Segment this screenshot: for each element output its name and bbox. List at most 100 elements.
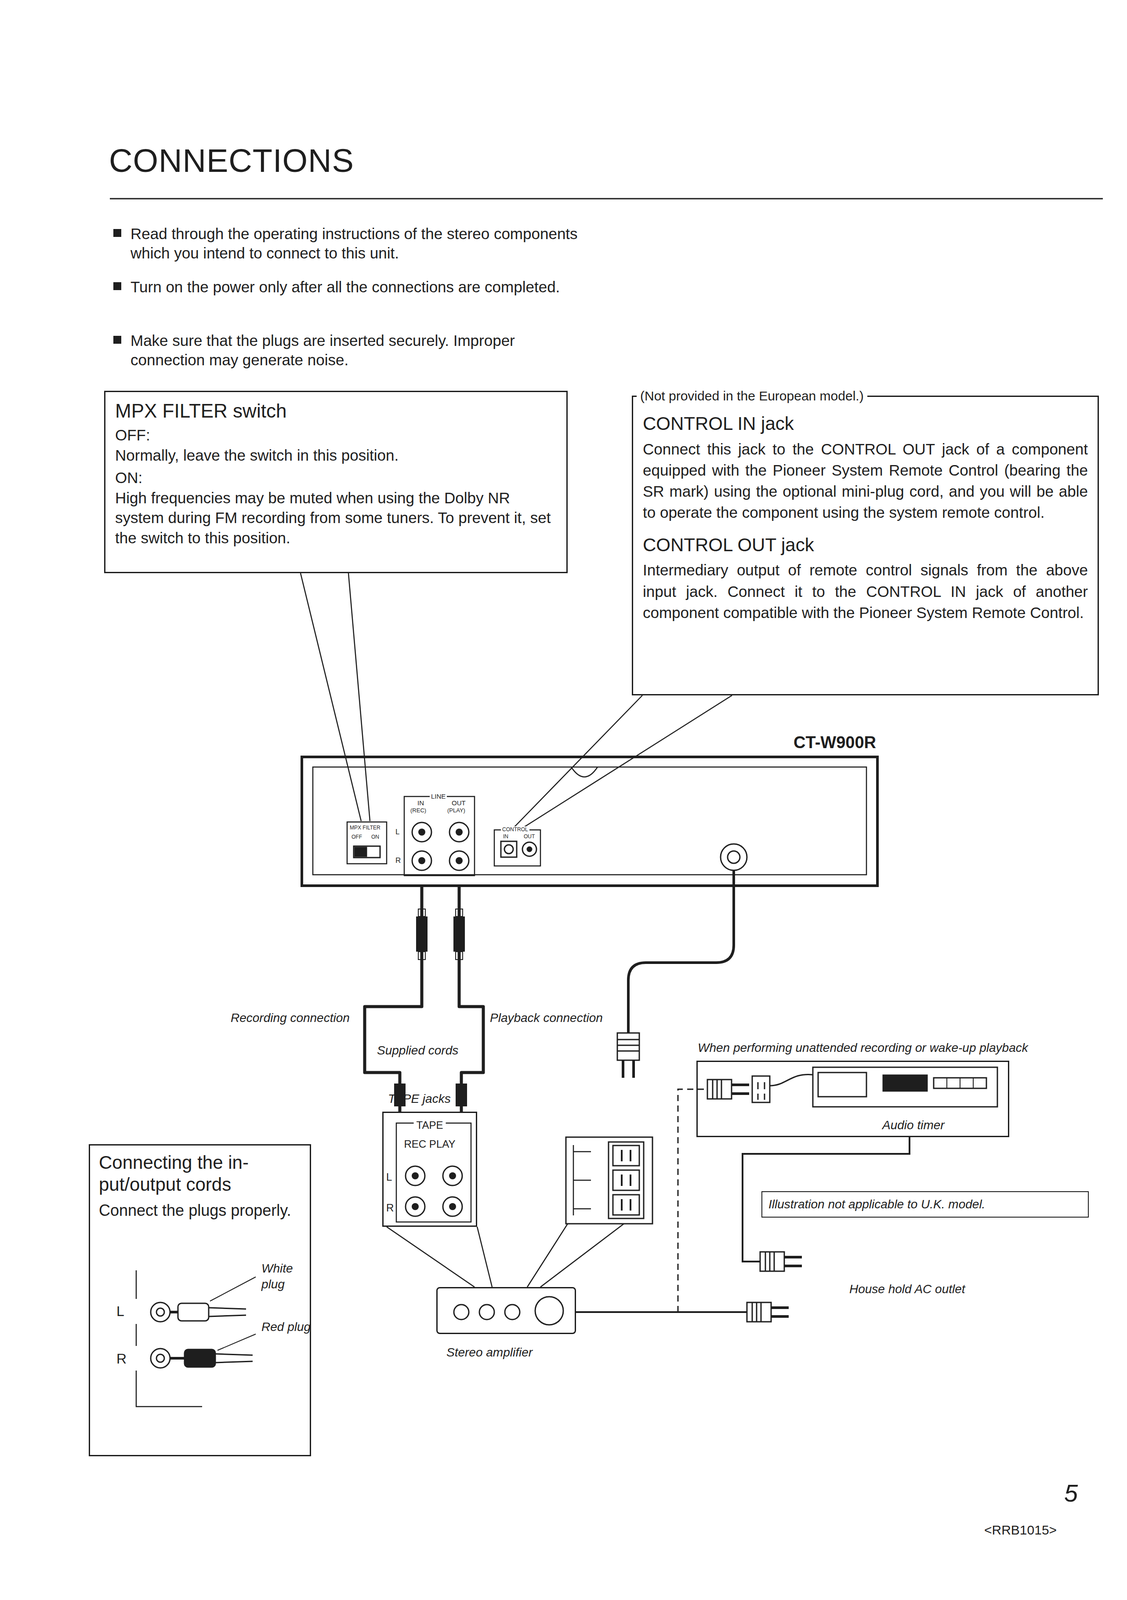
art-stroke [514, 695, 733, 827]
node-text: TAPE [413, 1117, 446, 1132]
art-stroke [418, 828, 463, 864]
art-stroke [527, 1223, 624, 1287]
art-stroke [760, 1251, 802, 1271]
panel-label: LINE [429, 792, 447, 801]
cord-connector [364, 886, 422, 1112]
panel-label: (REC) [410, 806, 427, 814]
tape-jack-panel: TAPE jacksTAPEREC PLAYLR [382, 1111, 478, 1227]
art-stroke [628, 869, 734, 1033]
stereo-amplifier: Stereo amplifier [436, 1286, 577, 1334]
cord-label: Recording connection [230, 1009, 350, 1026]
page-number: 5 [1064, 1477, 1078, 1508]
node-heading: When performing unattended recording or … [697, 1039, 1029, 1056]
art-stroke [812, 1066, 998, 1107]
art-stroke [150, 1301, 171, 1322]
node-text: L [116, 1301, 125, 1321]
art-stroke [156, 1353, 165, 1362]
art-stroke [394, 916, 468, 1106]
art-stroke [527, 846, 532, 852]
art-stroke [170, 1310, 178, 1313]
art-stroke [449, 822, 469, 842]
panel-label: CONTROL [500, 826, 530, 833]
node-heading: TAPE jacks [387, 1090, 451, 1107]
art-stroke [608, 1141, 644, 1218]
art-stroke [623, 1059, 634, 1078]
art-stroke [210, 1276, 256, 1350]
art-stroke [455, 828, 463, 836]
art-stroke [442, 1165, 463, 1185]
node-text: Red plug [261, 1318, 315, 1335]
art-stroke [405, 1165, 463, 1216]
art-stroke [113, 282, 122, 290]
timer-box: When performing unattended recording or … [696, 1060, 1010, 1137]
node-heading: Connecting the in-put/output cords [98, 1151, 301, 1196]
art-stroke [612, 1169, 640, 1190]
panel-label: OUT [523, 833, 535, 840]
panel-label: ON [371, 833, 380, 841]
art-stroke [113, 228, 122, 237]
node-text: CONTROL OUT jack [642, 532, 1088, 558]
art-stroke [769, 1073, 813, 1086]
art-stroke [727, 850, 740, 863]
art-stroke [215, 1353, 253, 1363]
art-stroke [405, 1196, 425, 1216]
node-heading: Illustration not applicable to U.K. mode… [768, 1195, 1082, 1212]
art-stroke [612, 1194, 640, 1215]
node-text: High frequencies may be muted when using… [115, 487, 557, 548]
art-stroke [677, 1088, 707, 1312]
cord-connector [459, 886, 484, 1112]
art-stroke [621, 1149, 631, 1211]
node-text: L [386, 1169, 392, 1184]
art-stroke [494, 829, 541, 866]
node-text: REC PLAY [404, 1136, 456, 1151]
node-text: OFF: [115, 424, 557, 446]
node-heading: (Not provided in the European model.) [636, 387, 868, 405]
bullet-text: Turn on the power only after all the con… [130, 277, 584, 297]
art-stroke [150, 1348, 171, 1368]
node-text: R [116, 1349, 127, 1368]
art-stroke [576, 1310, 747, 1313]
art-stroke [300, 572, 370, 821]
art-stroke [184, 1348, 216, 1367]
art-stroke [707, 1079, 750, 1099]
art-stroke [933, 1077, 987, 1088]
art-stroke [455, 856, 463, 864]
art-stroke [818, 1072, 867, 1097]
art-stroke [411, 1171, 419, 1179]
art-stroke [177, 1302, 209, 1321]
art-stroke [449, 1202, 457, 1210]
note-box: Illustration not applicable to U.K. mode… [761, 1190, 1089, 1218]
art-stroke [504, 1304, 520, 1320]
art-stroke [208, 1307, 247, 1316]
art-stroke [565, 1136, 653, 1224]
art-stroke [612, 1145, 640, 1215]
art-stroke [412, 822, 432, 842]
node-heading: MPX FILTER switch [115, 398, 557, 424]
art-stroke [386, 1226, 493, 1287]
panel-label: L [395, 826, 400, 837]
art-stroke [573, 1144, 591, 1215]
art-stroke [396, 1122, 472, 1222]
art-stroke [522, 841, 537, 856]
art-stroke [617, 1039, 640, 1051]
art-stroke [720, 843, 747, 870]
art-stroke [418, 856, 426, 864]
panel-label: MPX FILTER [349, 824, 381, 831]
art-stroke [500, 840, 517, 857]
page-title: CONNECTIONS [108, 139, 355, 182]
node-text: Connect the plugs properly. [98, 1199, 301, 1220]
art-stroke [946, 1077, 974, 1088]
node-text: Normally, leave the switch in this posit… [115, 445, 557, 466]
art-stroke [752, 1075, 770, 1102]
art-stroke [612, 1145, 640, 1166]
art-stroke [442, 1196, 463, 1216]
cord-label: Supplied cords [376, 1042, 459, 1058]
node-text: Audio timer [882, 1116, 945, 1133]
art-stroke [883, 1074, 928, 1091]
node-text: ON: [115, 467, 557, 488]
art-stroke [136, 1269, 203, 1407]
bullet-text: Make sure that the plugs are inserted se… [130, 330, 584, 370]
art-stroke [617, 1032, 640, 1060]
node-text: Intermediary output of remote control si… [642, 559, 1088, 624]
